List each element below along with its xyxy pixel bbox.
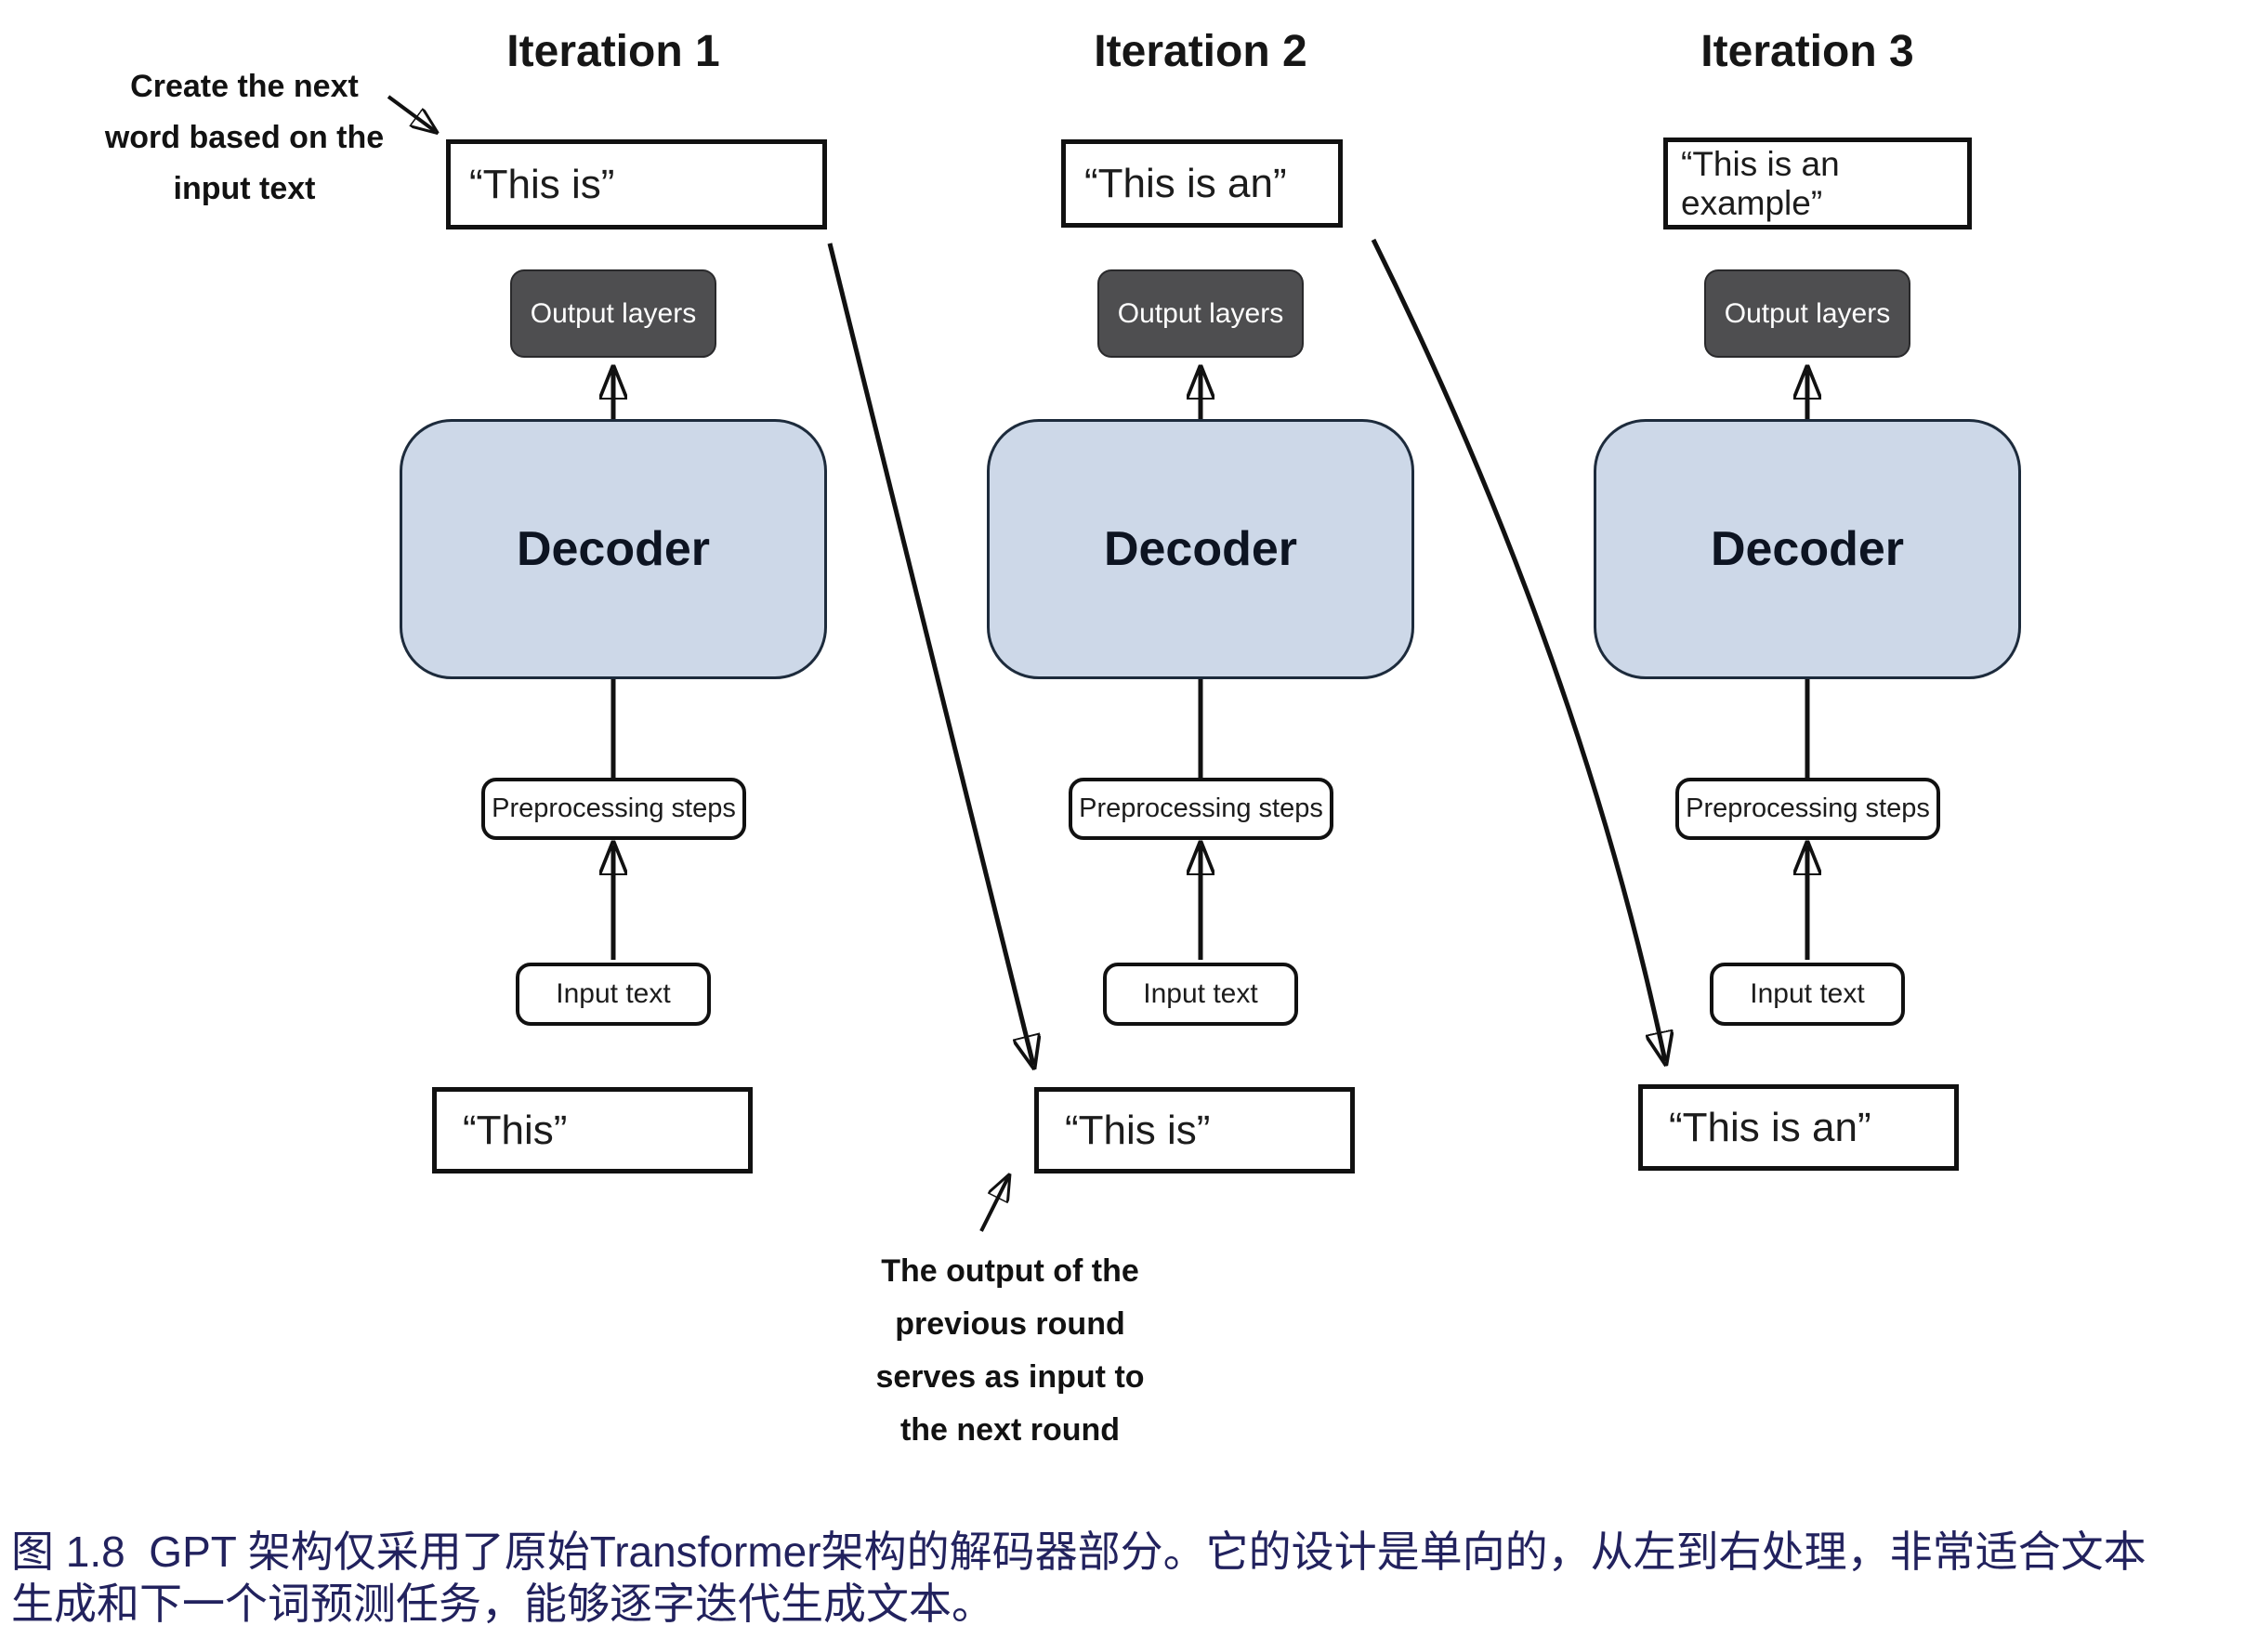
input-quote-text-1: “This” xyxy=(463,1107,568,1153)
preprocessing-box-3: Preprocessing steps xyxy=(1675,778,1940,840)
decoder-box-1: Decoder xyxy=(400,419,827,679)
preprocessing-box-1: Preprocessing steps xyxy=(481,778,746,840)
arrow-annotation-output-feedback xyxy=(979,1177,1008,1232)
input-quote-box-1: “This” xyxy=(432,1087,753,1173)
input-quote-text-3: “This is an” xyxy=(1669,1104,1871,1150)
output-layers-box-3: Output layers xyxy=(1704,269,1910,358)
iteration-title-3: Iteration 3 xyxy=(1700,27,1914,76)
iteration-title-2: Iteration 2 xyxy=(1094,27,1307,76)
decoder-label-1: Decoder xyxy=(516,522,711,576)
decoder-label-3: Decoder xyxy=(1710,522,1905,576)
input-text-box-2: Input text xyxy=(1103,963,1298,1026)
output-quote-text-3: “This is an example” xyxy=(1681,144,1840,222)
decoder-box-3: Decoder xyxy=(1594,419,2021,679)
annotation-output-feedback-line3: serves as input to xyxy=(875,1359,1145,1395)
input-text-box-3: Input text xyxy=(1710,963,1905,1026)
output-layers-box-1: Output layers xyxy=(510,269,716,358)
preprocessing-label-3: Preprocessing steps xyxy=(1686,793,1930,823)
annotation-output-feedback-line2: previous round xyxy=(895,1306,1125,1342)
annotation-create-next: Create the next word based on the input … xyxy=(91,61,398,215)
output-layers-label-3: Output layers xyxy=(1724,297,1891,329)
annotation-create-next-line1: Create the next xyxy=(130,69,359,104)
output-layers-box-2: Output layers xyxy=(1097,269,1304,358)
output-quote-box-1: “This is” xyxy=(446,139,827,229)
annotation-output-feedback: The output of the previous round serves … xyxy=(847,1245,1173,1457)
input-text-label-3: Input text xyxy=(1750,978,1865,1009)
annotation-create-next-line2: word based on the xyxy=(104,120,385,155)
figure-caption-line2: 生成和下一个词预测任务，能够逐字迭代生成文本。 xyxy=(11,1580,994,1628)
output-layers-label-1: Output layers xyxy=(530,297,697,329)
input-quote-box-2: “This is” xyxy=(1034,1087,1355,1173)
input-text-label-1: Input text xyxy=(556,978,671,1009)
annotation-output-feedback-line1: The output of the xyxy=(881,1253,1139,1289)
figure-caption: 图 1.8 GPT 架构仅采用了原始Transformer架构的解码器部分。它的… xyxy=(11,1526,2247,1630)
input-quote-text-2: “This is” xyxy=(1065,1107,1211,1153)
output-layers-label-2: Output layers xyxy=(1117,297,1284,329)
input-quote-box-3: “This is an” xyxy=(1638,1084,1959,1171)
input-text-box-1: Input text xyxy=(516,963,711,1026)
preprocessing-label-2: Preprocessing steps xyxy=(1079,793,1323,823)
input-text-label-2: Input text xyxy=(1143,978,1258,1009)
figure-caption-line1: 图 1.8 GPT 架构仅采用了原始Transformer架构的解码器部分。它的… xyxy=(11,1527,2146,1576)
decoder-box-2: Decoder xyxy=(987,419,1414,679)
output-quote-box-2: “This is an” xyxy=(1061,139,1343,228)
output-quote-text-1: “This is” xyxy=(469,161,615,207)
preprocessing-box-2: Preprocessing steps xyxy=(1069,778,1333,840)
output-quote-box-3: “This is an example” xyxy=(1663,138,1972,229)
annotation-create-next-line3: input text xyxy=(173,171,316,206)
iteration-title-1: Iteration 1 xyxy=(506,27,720,76)
decoder-label-2: Decoder xyxy=(1103,522,1298,576)
preprocessing-label-1: Preprocessing steps xyxy=(492,793,736,823)
output-quote-text-2: “This is an” xyxy=(1084,160,1287,206)
annotation-output-feedback-line4: the next round xyxy=(899,1412,1121,1448)
